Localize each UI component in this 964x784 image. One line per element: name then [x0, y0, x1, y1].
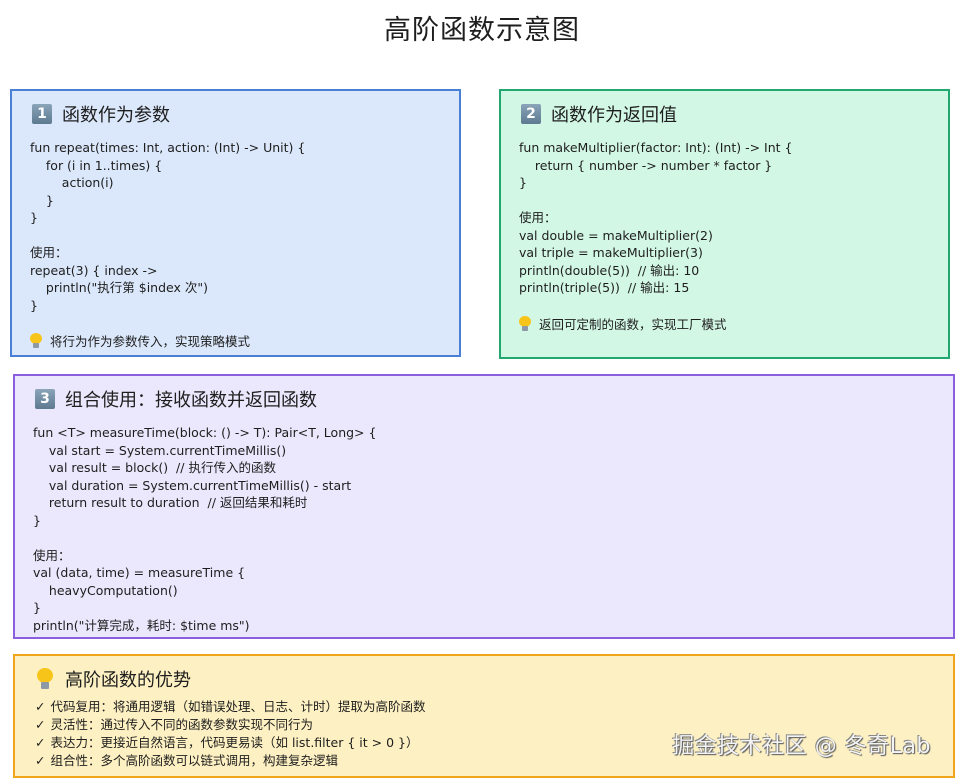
code-block: fun <T> measureTime(block: () -> T): Pai…	[33, 425, 377, 633]
lightbulb-icon	[519, 315, 531, 332]
panel-heading-text: 函数作为返回值	[551, 105, 677, 126]
checkmark-icon: ✓	[35, 735, 46, 750]
panel-note: 将行为作为参数传入，实现策略模式	[30, 331, 250, 350]
number-1-icon: 1	[32, 104, 52, 124]
list-item: ✓组合性：多个高阶函数可以链式调用，构建复杂逻辑	[35, 753, 338, 768]
list-item: ✓代码复用：将通用逻辑（如错误处理、日志、计时）提取为高阶函数	[35, 699, 426, 714]
lightbulb-icon	[37, 668, 53, 690]
panel-function-as-parameter: 1 函数作为参数 fun repeat(times: Int, action: …	[10, 89, 461, 357]
list-item: ✓灵活性：通过传入不同的函数参数实现不同行为	[35, 717, 313, 732]
panel-combined-usage: 3 组合使用：接收函数并返回函数 fun <T> measureTime(blo…	[13, 374, 955, 639]
checkmark-icon: ✓	[35, 753, 46, 768]
watermark: 掘金技术社区 @ 冬奇Lab	[672, 734, 931, 759]
lightbulb-icon	[30, 332, 42, 349]
panel-note-text: 返回可定制的函数，实现工厂模式	[539, 317, 727, 332]
number-3-icon: 3	[35, 389, 55, 409]
panel-heading-text: 函数作为参数	[62, 105, 170, 126]
panel-heading-text: 高阶函数的优势	[65, 670, 191, 691]
panel-heading: 2 函数作为返回值	[521, 101, 677, 127]
diagram-title: 高阶函数示意图	[384, 15, 580, 46]
panel-advantages: 高阶函数的优势 ✓代码复用：将通用逻辑（如错误处理、日志、计时）提取为高阶函数 …	[13, 654, 955, 778]
checkmark-icon: ✓	[35, 699, 46, 714]
list-item: ✓表达力：更接近自然语言，代码更易读（如 list.filter { it > …	[35, 735, 419, 750]
panel-note-text: 将行为作为参数传入，实现策略模式	[50, 334, 251, 349]
panel-heading: 高阶函数的优势	[37, 666, 191, 692]
code-block: fun makeMultiplier(factor: Int): (Int) -…	[519, 140, 793, 295]
panel-function-as-return-value: 2 函数作为返回值 fun makeMultiplier(factor: Int…	[499, 89, 950, 359]
advantages-list: ✓代码复用：将通用逻辑（如错误处理、日志、计时）提取为高阶函数 ✓灵活性：通过传…	[35, 698, 426, 770]
panel-note: 返回可定制的函数，实现工厂模式	[519, 314, 727, 333]
code-block: fun repeat(times: Int, action: (Int) -> …	[30, 140, 306, 313]
panel-heading-text: 组合使用：接收函数并返回函数	[65, 390, 317, 411]
panel-heading: 1 函数作为参数	[32, 101, 170, 127]
panel-heading: 3 组合使用：接收函数并返回函数	[35, 386, 317, 412]
number-2-icon: 2	[521, 104, 541, 124]
checkmark-icon: ✓	[35, 717, 46, 732]
